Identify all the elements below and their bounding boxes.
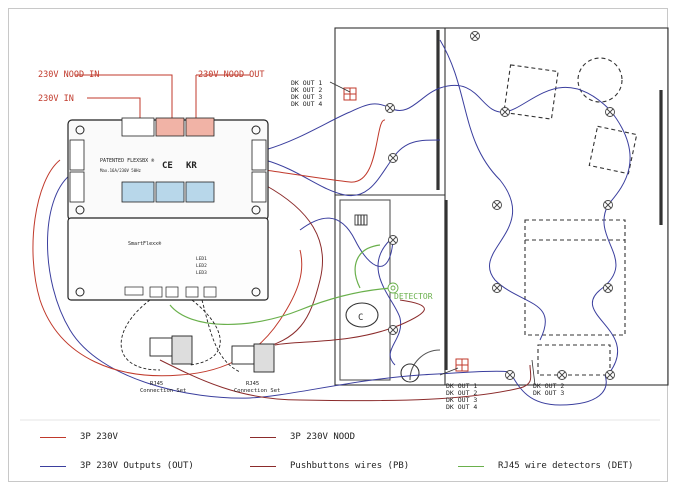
legend-label: 3P 230V Outputs (OUT)	[80, 461, 194, 471]
armchair-2	[588, 125, 638, 175]
led-label: LED2	[196, 263, 207, 269]
door-swing	[409, 349, 441, 381]
lamp-icon	[603, 283, 613, 293]
bed	[524, 219, 626, 336]
legend-label: 3P 230V	[80, 432, 118, 442]
labels: 230V NOOD IN 230V NOOD OUT 230V IN DK OU…	[38, 70, 564, 411]
legend-item: 3P 230V Outputs (OUT)	[40, 461, 194, 471]
module-brand-text: PATENTED FLEXSBX ®	[100, 158, 155, 164]
lamp-icon	[492, 283, 502, 293]
connection-set-label: Connection Set	[234, 388, 280, 394]
lamp-icon	[500, 107, 510, 117]
legend-item: 3P 230V	[40, 432, 118, 442]
armchair-1	[503, 64, 559, 120]
legend-label: 3P 230V NOOD	[290, 432, 356, 442]
legend-swatch	[40, 465, 66, 467]
lamp-icon	[388, 153, 398, 163]
module-rating-text: Max.16A/230V 50Hz	[100, 168, 142, 173]
connection-set-label: RJ45	[246, 381, 259, 387]
dk-top-label: DK OUT 4	[291, 100, 322, 108]
control-module: PATENTED FLEXSBX ® CE KR Max.16A/230V 50…	[67, 117, 269, 301]
lamps	[385, 31, 615, 380]
junction-box-top	[343, 87, 357, 101]
side-terminals	[69, 139, 267, 203]
floor-plan-outline	[334, 27, 669, 386]
dk-top-label: DK OUT 3	[291, 93, 322, 101]
toilet	[345, 302, 379, 328]
legend-item: 3P 230V NOOD	[250, 432, 355, 442]
lamp-icon	[385, 103, 395, 113]
legend-swatch	[458, 465, 484, 467]
led-label: LED1	[196, 256, 207, 262]
detector-icon	[387, 282, 399, 294]
connection-set-2	[201, 299, 275, 373]
label-230v-in: 230V IN	[38, 94, 74, 104]
dk-bottom-label: DK OUT 4	[446, 403, 477, 411]
connection-set-1	[120, 299, 221, 371]
junction-box-bottom	[455, 358, 469, 372]
output-terminals	[121, 181, 215, 203]
round-table	[577, 57, 623, 103]
dk-bottom-right-label: DK OUT 3	[533, 389, 564, 397]
lamp-icon	[505, 370, 515, 380]
connection-set-label: RJ45	[150, 381, 163, 387]
nightstand	[537, 344, 611, 376]
dk-bottom-label: DK OUT 2	[446, 389, 477, 397]
legend-swatch	[250, 465, 276, 467]
rj45-ports	[124, 286, 217, 298]
lamp-icon	[557, 370, 567, 380]
legend-item: Pushbuttons wires (PB)	[250, 461, 409, 471]
lamp-icon	[388, 235, 398, 245]
lamp-icon	[492, 200, 502, 210]
dk-top-label: DK OUT 1	[291, 79, 322, 87]
lamp-icon	[470, 31, 480, 41]
legend-item: RJ45 wire detectors (DET)	[458, 461, 633, 471]
sink	[400, 363, 420, 383]
lamp-icon	[388, 325, 398, 335]
led-label: LED3	[196, 270, 207, 276]
legend-swatch	[40, 436, 66, 438]
dk-bottom-label: DK OUT 3	[446, 396, 477, 404]
lamp-icon	[603, 200, 613, 210]
dk-bottom-label: DK OUT 1	[446, 382, 477, 390]
legend-label: Pushbuttons wires (PB)	[290, 461, 410, 471]
top-terminals	[121, 117, 215, 137]
dk-bottom-right-label: DK OUT 2	[533, 382, 564, 390]
label-neutral-out: 230V NOOD OUT	[198, 70, 265, 80]
module-name-text: SmartFlexx®	[128, 241, 162, 247]
kr-mark: KR	[186, 161, 197, 171]
detector-label: DETECTOR	[394, 292, 433, 301]
lamp-icon	[605, 370, 615, 380]
smartflexx-unit	[67, 217, 269, 301]
legend-label: RJ45 wire detectors (DET)	[498, 461, 634, 471]
connection-set-label: Connection Set	[140, 388, 186, 394]
svg-text:C: C	[358, 313, 363, 323]
bathroom-area	[339, 199, 391, 381]
ce-mark: CE	[162, 161, 173, 171]
dk-top-label: DK OUT 2	[291, 86, 322, 94]
legend-swatch	[250, 436, 276, 438]
label-neutral-in: 230V NOOD IN	[38, 70, 99, 80]
lamp-icon	[605, 107, 615, 117]
